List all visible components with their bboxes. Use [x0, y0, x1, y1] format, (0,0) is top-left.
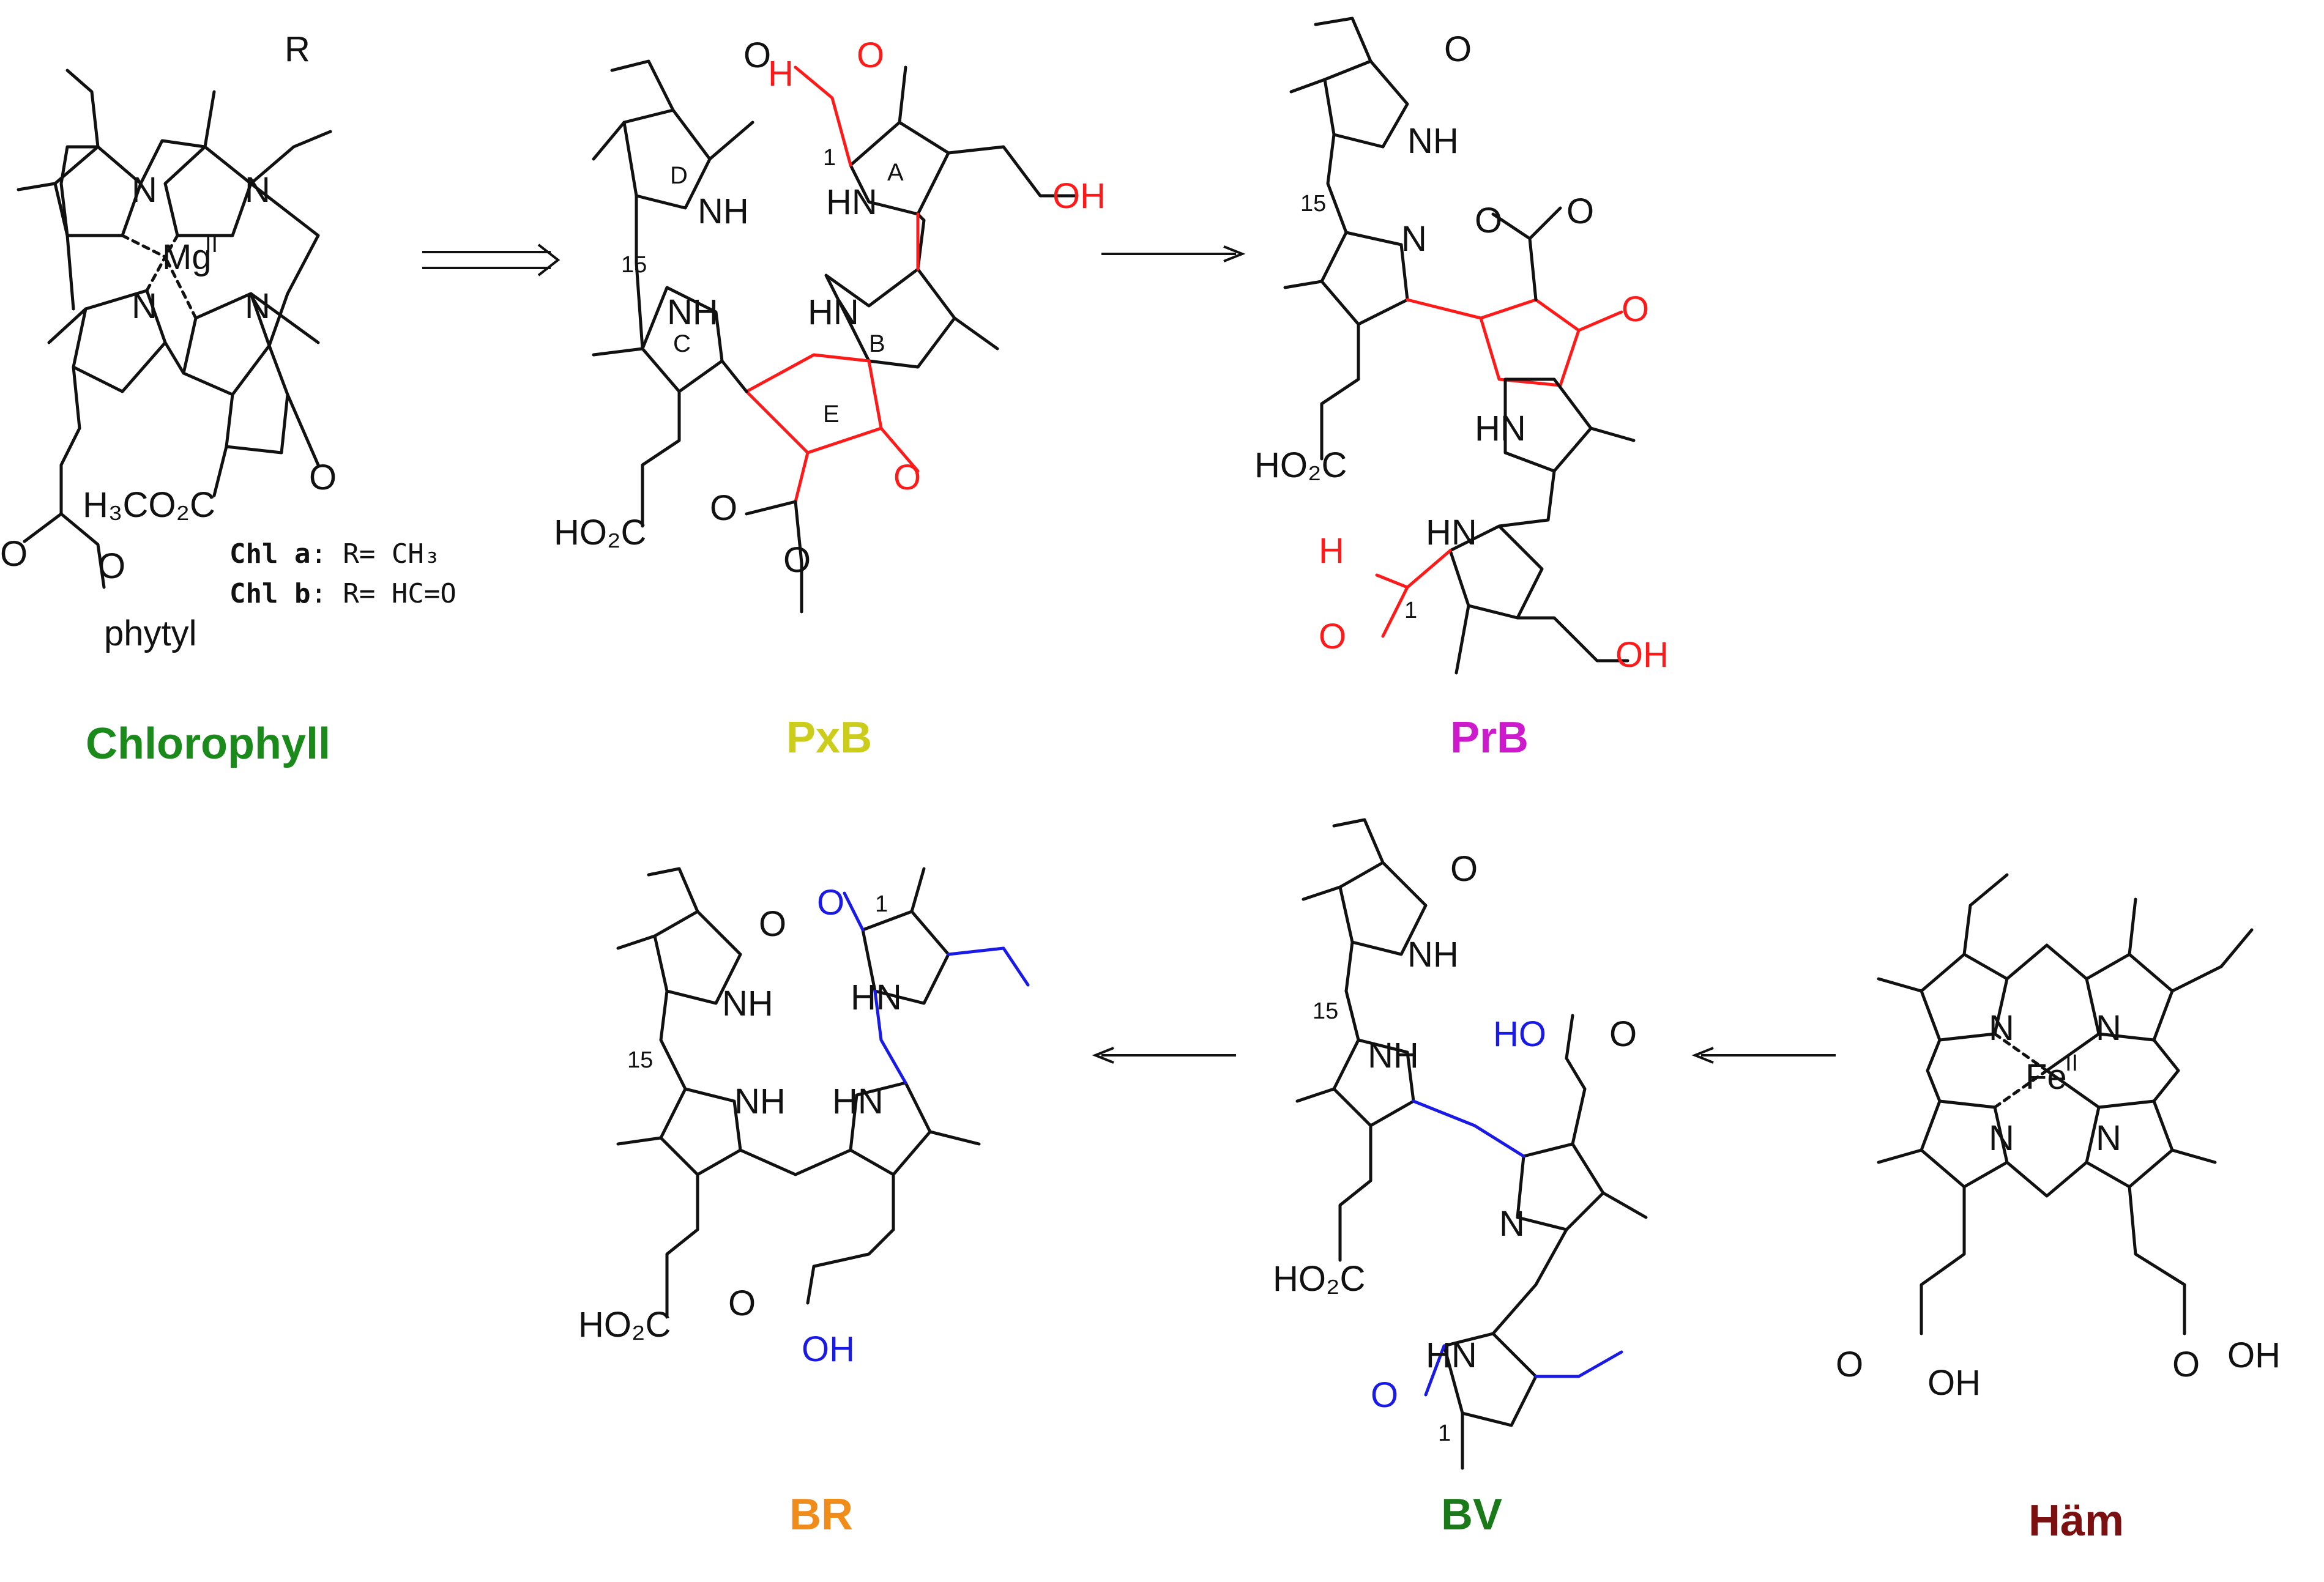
pxb-hn: HN	[826, 182, 877, 222]
reaction-arrow	[1691, 1047, 1836, 1064]
pxb-locant-15: 15	[621, 252, 647, 278]
prb-ho2c: HO₂C	[1254, 445, 1347, 485]
chlorophyll-n-atom: N	[245, 286, 270, 326]
br-acid-o: O	[728, 1283, 756, 1323]
prb-d-o: O	[1444, 29, 1472, 69]
br-ho2c: HO₂C	[578, 1305, 671, 1345]
chlorophyll-r-substituent: R	[285, 29, 310, 69]
prb-aldehyde-o: O	[1319, 617, 1346, 656]
pxb-aldehyde-h: H	[768, 54, 794, 94]
haem-n-atom: N	[2096, 1118, 2121, 1158]
br-locant-15: 15	[627, 1047, 653, 1073]
chlorophyll-name: Chlorophyll	[86, 719, 330, 768]
prb-structure	[1283, 17, 1636, 675]
chlorophyll-n-atom: N	[132, 170, 157, 210]
chl-a-variant: Chl a: R= CH₃	[229, 538, 440, 570]
br-nh: NH	[734, 1082, 786, 1121]
pxb-name: PxB	[786, 713, 872, 762]
bv-n: N	[1499, 1204, 1525, 1244]
ring-label-e: E	[823, 401, 840, 428]
bv-d-o: O	[1450, 849, 1478, 889]
prb-ester-o: O	[1566, 191, 1594, 231]
prb-ester-o: O	[1475, 201, 1502, 240]
reaction-arrow	[422, 243, 561, 277]
prb-locant-15: 15	[1300, 191, 1326, 217]
bv-acid-o: O	[1609, 1014, 1637, 1054]
prb-oh: OH	[1615, 635, 1669, 675]
prb-name: PrB	[1450, 713, 1529, 762]
br-acid-oh: OH	[802, 1329, 855, 1369]
bv-hn: HN	[1426, 1335, 1477, 1375]
reaction-arrow	[1101, 245, 1246, 262]
chlorophyll-n-atom: N	[132, 286, 157, 326]
bv-name: BV	[1441, 1490, 1502, 1539]
chlorophyll-structure	[17, 69, 332, 589]
pxb-structure	[592, 59, 1079, 614]
prb-keto-o: O	[1622, 289, 1649, 329]
haem-structure	[1877, 873, 2254, 1335]
bv-nh: NH	[1407, 935, 1459, 975]
pxb-oh: OH	[1052, 176, 1106, 216]
bv-locant-1: 1	[1438, 1420, 1451, 1446]
haem-acid-o: O	[2172, 1345, 2200, 1384]
bv-nh: NH	[1368, 1036, 1419, 1075]
reaction-arrow	[1092, 1047, 1236, 1064]
br-locant-1: 1	[875, 891, 888, 917]
haem-acid-oh: OH	[1927, 1363, 1981, 1403]
haem-name: Häm	[2028, 1496, 2124, 1545]
chlorophyll-metal-oxidation: II	[205, 232, 218, 258]
chlorophyll-methyl-ester: H₃CO₂C	[83, 485, 215, 525]
chlorophyll-ester-o: O	[98, 546, 125, 586]
haem-n-atom: N	[1989, 1118, 2014, 1158]
chlorophyll-n-atom: N	[245, 170, 270, 210]
chlorophyll-ester-o: O	[0, 534, 28, 574]
prb-hn: HN	[1426, 513, 1477, 552]
ring-label-c: C	[673, 330, 691, 357]
bv-structure	[1295, 818, 1648, 1470]
haem-n-atom: N	[1989, 1008, 2014, 1048]
br-nh: NH	[722, 984, 773, 1023]
br-name: BR	[789, 1490, 853, 1539]
ring-label-b: B	[869, 330, 885, 357]
ring-label-d: D	[670, 162, 688, 189]
haem-acid-o: O	[1836, 1345, 1863, 1384]
chl-b-variant: Chl b: R= HC=O	[229, 578, 456, 609]
br-hn: HN	[851, 978, 902, 1017]
bv-ho2c: HO₂C	[1273, 1259, 1365, 1299]
br-d-o: O	[759, 904, 786, 944]
br-structure	[616, 867, 1030, 1317]
chlorophyll-keto-o: O	[309, 458, 337, 497]
prb-aldehyde-h: H	[1319, 531, 1344, 571]
prb-hn: HN	[1475, 409, 1526, 448]
bv-a-o: O	[1371, 1375, 1398, 1415]
haem-n-atom: N	[2096, 1008, 2121, 1048]
prb-nh: NH	[1407, 121, 1459, 161]
br-hn: HN	[832, 1082, 884, 1121]
pxb-ho2c: HO₂C	[554, 513, 646, 552]
bv-acid-ho: HO	[1493, 1014, 1546, 1054]
pxb-d-o: O	[743, 35, 771, 75]
haem-metal-oxidation: II	[2065, 1050, 2078, 1076]
pxb-nh: NH	[667, 292, 718, 332]
bv-locant-15: 15	[1313, 998, 1338, 1024]
pxb-nh: NH	[698, 191, 749, 231]
haem-acid-oh: OH	[2227, 1335, 2281, 1375]
pxb-locant-1: 1	[823, 145, 836, 171]
pxb-ester-o: O	[710, 488, 737, 528]
pxb-aldehyde-o: O	[857, 35, 884, 75]
chlorophyll-phytyl: phytyl	[104, 614, 197, 653]
pxb-ester-o: O	[783, 540, 811, 580]
prb-locant-1: 1	[1404, 598, 1417, 623]
ring-label-a: A	[887, 159, 904, 186]
prb-n: N	[1401, 219, 1427, 259]
chlorophyll-metal: Mg	[162, 237, 212, 277]
pxb-hn: HN	[808, 292, 859, 332]
br-a-o: O	[817, 883, 844, 923]
haem-metal: Fe	[2025, 1057, 2067, 1097]
pxb-keto-o: O	[893, 458, 921, 497]
